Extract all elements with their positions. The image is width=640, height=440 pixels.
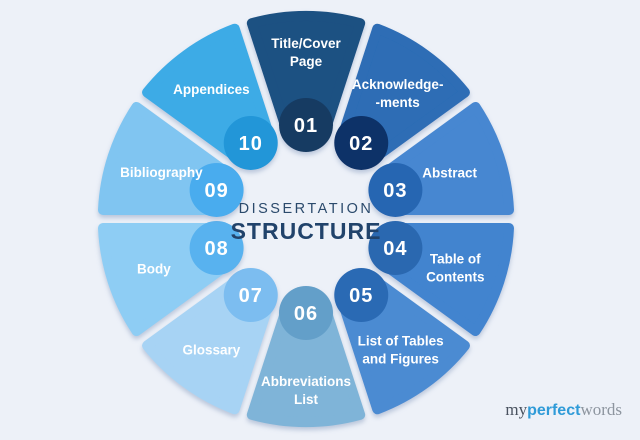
watermark-my: my <box>505 400 527 419</box>
segment-number-01: 01 <box>294 115 318 137</box>
watermark-perfect: perfect <box>527 402 581 419</box>
center-title-top: DISSERTATION <box>239 201 374 217</box>
number-bubble-08 <box>189 221 244 276</box>
segment-label-10: Appendices <box>173 82 250 97</box>
number-bubble-10 <box>223 115 278 170</box>
number-bubble-03 <box>368 162 423 217</box>
segment-number-08: 08 <box>204 238 228 260</box>
segment-label-02: Acknowledge--ments <box>352 77 444 110</box>
number-bubble-05 <box>334 268 389 323</box>
segment-number-02: 02 <box>349 133 373 155</box>
number-bubble-09 <box>189 162 244 217</box>
segment-label-09: Bibliography <box>120 165 203 180</box>
segment-10: 10 Appendices <box>142 23 278 170</box>
segment-number-03: 03 <box>383 180 407 202</box>
segment-number-04: 04 <box>383 238 407 260</box>
segment-label-08: Body <box>137 261 171 276</box>
number-bubble-06 <box>279 286 333 340</box>
segment-number-09: 09 <box>204 180 228 202</box>
segment-number-10: 10 <box>239 133 263 155</box>
segment-number-06: 06 <box>294 303 318 325</box>
number-bubble-04 <box>368 221 423 276</box>
segment-number-05: 05 <box>349 285 373 307</box>
segment-label-03: Abstract <box>422 165 477 180</box>
number-bubble-07 <box>223 268 278 323</box>
watermark-words: words <box>580 400 622 419</box>
segment-03: 03 Abstract <box>368 101 514 217</box>
center-title: DISSERTATION STRUCTURE <box>231 201 382 244</box>
segment-number-07: 07 <box>239 285 263 307</box>
number-bubble-02 <box>334 115 389 170</box>
center-title-bottom: STRUCTURE <box>231 218 382 244</box>
segment-02: 02 Acknowledge--ments <box>334 23 470 170</box>
segment-label-07: Glossary <box>182 342 240 357</box>
number-bubble-01 <box>279 98 333 152</box>
watermark-logo: myperfectwords <box>505 400 622 419</box>
